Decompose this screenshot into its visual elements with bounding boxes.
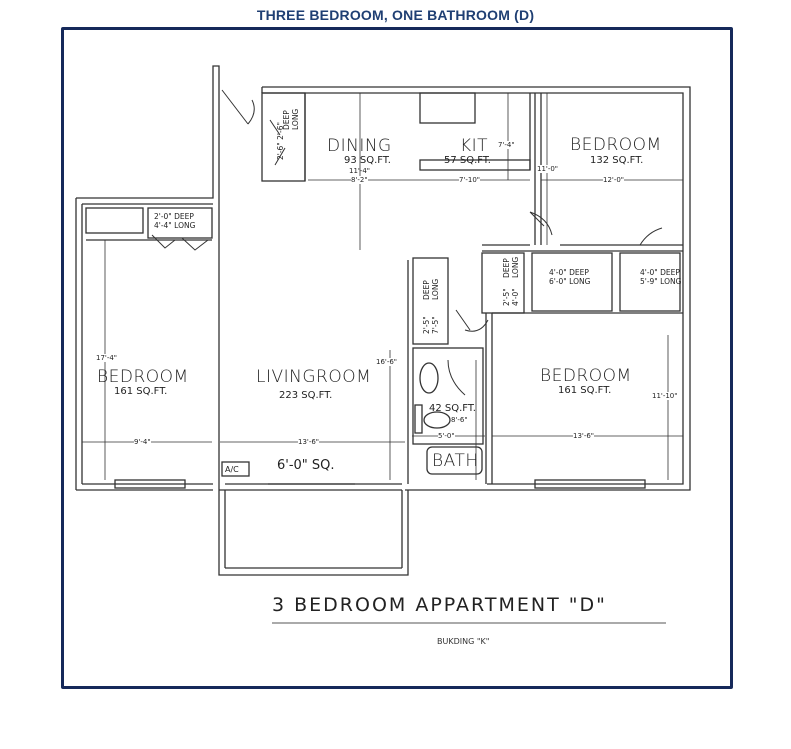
living-room-area: 223 SQ.FT.	[279, 390, 333, 401]
bedroom-bottom-right-area: 161 SQ.FT.	[558, 385, 612, 396]
living-room-dim-1: 16'-6"	[376, 358, 398, 366]
closet-length: 6'-0"	[549, 277, 567, 286]
closet-long: LONG	[569, 277, 591, 286]
plan-caption: 3 BEDROOM APPARTMENT "D"	[272, 594, 607, 616]
dining-label: DINING	[327, 136, 392, 156]
bath-area: 42 SQ.FT.	[429, 403, 476, 414]
closet-size: 4'-0"	[549, 268, 567, 277]
ac-label: A/C	[225, 465, 239, 474]
bedroom-left-label: BEDROOM	[97, 367, 189, 387]
kitchen-dim-2: 7'-10"	[459, 176, 481, 184]
page-title: THREE BEDROOM, ONE BATHROOM (D)	[256, 7, 535, 23]
closet-length: 4'-4"	[154, 221, 172, 230]
closet-deep: DEEP	[502, 258, 511, 278]
living-room-label: LIVINGROOM	[256, 367, 372, 387]
closet-deep: DEEP	[422, 280, 431, 300]
kitchen-dim-1: 7'-4"	[498, 141, 515, 149]
closet-size: 2'-5"	[502, 288, 511, 306]
closet-length: 7'-5"	[431, 316, 440, 334]
closet-deep: DEEP	[660, 268, 680, 277]
closet-size: 4'-0"	[640, 268, 658, 277]
bedroom-top-right-dim-2: 12'-0"	[603, 176, 625, 184]
dining-dim-2: 8'-2"	[351, 176, 368, 184]
closet-3: 2'-5"7'-5"	[422, 316, 440, 334]
kitchen-label: KIT	[460, 136, 489, 156]
bedroom-top-right-area: 132 SQ.FT.	[590, 155, 644, 166]
bedroom-top-right-dim-1: 11'-0"	[537, 165, 559, 173]
closet-size: 2'-6"	[276, 142, 285, 160]
closet-long: LONG	[291, 108, 300, 130]
balcony-size: 6'-0" SQ.	[277, 458, 335, 473]
bedroom-bottom-right-label: BEDROOM	[540, 366, 632, 386]
floor-plan-frame	[61, 27, 733, 689]
closet-deep: DEEP	[174, 212, 194, 221]
bedroom-bottom-right-dim-2: 13'-6"	[573, 432, 595, 440]
closet-4: 2'-5"4'-0"	[502, 288, 520, 306]
door-swings	[151, 89, 663, 396]
bedroom-top-right-label: BEDROOM	[570, 135, 662, 155]
closet-size: 2'-0"	[154, 212, 172, 221]
closet-long: LONG	[174, 221, 196, 230]
closet-length: 4'-0"	[511, 288, 520, 306]
kitchen-area: 57 SQ.FT.	[444, 155, 491, 166]
closet-long: LONG	[431, 278, 440, 300]
building-label: BUKDING "K"	[437, 637, 490, 646]
bath-dim-2: 5'-0"	[438, 432, 455, 440]
bedroom-left-area: 161 SQ.FT.	[114, 386, 168, 397]
closet-long: LONG	[660, 277, 682, 286]
closet-length: 5'-9"	[640, 277, 658, 286]
bedroom-bottom-right-dim-1: 11'-10"	[652, 392, 678, 400]
dining-dim-1: 11'-4"	[349, 167, 371, 175]
closet-long: LONG	[511, 256, 520, 278]
dining-area: 93 SQ.FT.	[344, 155, 391, 166]
bath-label: BATH	[432, 451, 479, 471]
bath-dim-1: 8'-6"	[451, 416, 468, 424]
closet-deep: DEEP	[569, 268, 589, 277]
living-room-dim-2: 13'-6"	[298, 438, 320, 446]
bedroom-left-dim-1: 17'-4"	[96, 354, 118, 362]
closet-deep: DEEP	[282, 110, 291, 130]
closet-size: 2'-5"	[422, 316, 431, 334]
bedroom-left-dim-2: 9'-4"	[134, 438, 151, 446]
